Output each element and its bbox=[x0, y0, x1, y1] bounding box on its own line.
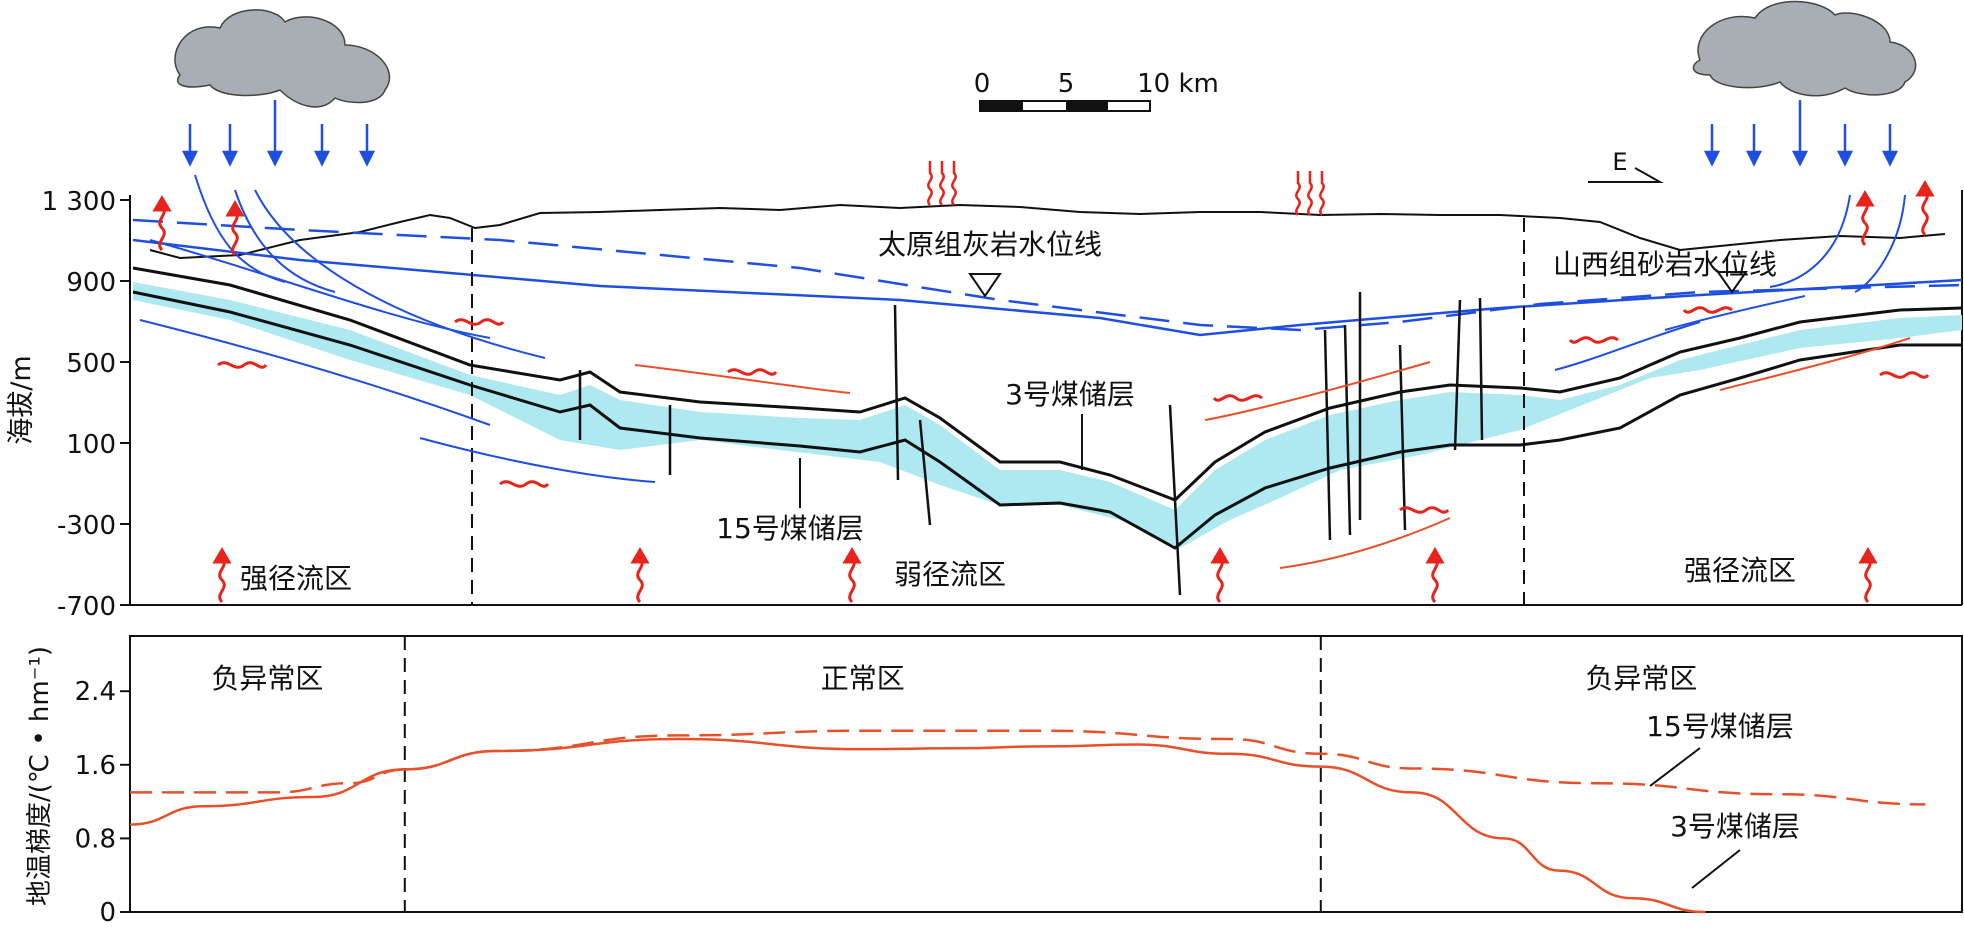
rain-arrows-left bbox=[181, 100, 376, 167]
y-tick-label: -700 bbox=[57, 592, 116, 622]
chart-y-tick-label: 0.8 bbox=[75, 824, 116, 854]
chart-y-ticks: 2.4 1.6 0.8 0 bbox=[75, 677, 130, 928]
chart-series bbox=[129, 729, 1926, 914]
y-tick-label: 1 300 bbox=[42, 187, 116, 217]
section-y-label: 海拔/m bbox=[6, 355, 37, 444]
scale-label: 10 km bbox=[1137, 69, 1219, 99]
series-label-15: 15号煤储层 bbox=[1646, 710, 1794, 743]
water-level-label-taiyuan: 太原组灰岩水位线 bbox=[878, 228, 1102, 261]
scale-bar: 0 5 10 km bbox=[974, 69, 1219, 112]
aquifer-band bbox=[133, 282, 1962, 548]
y-tick-label: 100 bbox=[66, 430, 116, 460]
water-level-shanxi bbox=[132, 238, 1963, 337]
chart-zone-label: 负异常区 bbox=[1585, 662, 1697, 695]
zone-label-right: 强径流区 bbox=[1684, 554, 1796, 587]
series-leader-15 bbox=[1649, 747, 1701, 787]
heat-flow-arrows bbox=[634, 337, 1911, 569]
zone-label-middle: 弱径流区 bbox=[894, 558, 1006, 591]
chart-y-label: 地温梯度/(℃ • hm⁻¹) bbox=[25, 646, 55, 906]
chart-y-tick-label: 1.6 bbox=[75, 751, 116, 781]
coal-seam-15 bbox=[132, 290, 1962, 550]
gradient-chart: 地温梯度/(℃ • hm⁻¹) 2.4 1.6 0.8 0 负异常区 正常区 负异常区 1… bbox=[25, 635, 1963, 928]
water-level-label-shanxi: 山西组砂岩水位线 bbox=[1553, 248, 1777, 281]
y-tick-label: 500 bbox=[66, 349, 116, 379]
section-panel: 1 300 900 500 100 -300 -700 海拔/m bbox=[6, 0, 1963, 622]
series-label-3: 3号煤储层 bbox=[1670, 810, 1800, 843]
seam3-label: 3号煤储层 bbox=[1005, 378, 1135, 411]
chart-y-tick-label: 2.4 bbox=[75, 677, 116, 707]
chart-zone-label: 正常区 bbox=[821, 662, 905, 695]
scale-label: 5 bbox=[1058, 69, 1075, 99]
faults bbox=[578, 292, 1484, 596]
heat-squiggles bbox=[152, 180, 1935, 604]
seam15-label: 15号煤储层 bbox=[716, 512, 864, 545]
heat-emission-surface bbox=[927, 161, 1325, 216]
chart-zones: 负异常区 正常区 负异常区 bbox=[211, 636, 1697, 912]
ground-surface bbox=[149, 203, 1946, 260]
chart-frame bbox=[129, 635, 1963, 913]
section-y-ticks: 1 300 900 500 100 -300 -700 bbox=[42, 187, 130, 622]
series-leader-3 bbox=[1691, 849, 1741, 889]
y-tick-label: -300 bbox=[57, 511, 116, 541]
water-level-marker-taiyuan bbox=[968, 273, 1002, 298]
y-tick-label: 900 bbox=[66, 268, 116, 298]
series-line-1 bbox=[129, 737, 1706, 914]
scale-label: 0 bbox=[974, 69, 991, 99]
chart-zone-label: 负异常区 bbox=[211, 662, 323, 695]
series-line-0 bbox=[129, 729, 1926, 806]
heat-sideways-squiggles bbox=[217, 306, 1930, 514]
water-level-taiyuan bbox=[132, 218, 1963, 332]
direction-label: E bbox=[1612, 148, 1627, 176]
cloud-right bbox=[1692, 0, 1917, 97]
water-level-marker-shanxi bbox=[1716, 271, 1748, 294]
direction-marker: E bbox=[1588, 148, 1664, 183]
zone-label-left: 强径流区 bbox=[240, 562, 352, 595]
groundwater-flow-arrows bbox=[139, 174, 1906, 483]
chart-y-tick-label: 0 bbox=[99, 898, 116, 924]
rain-arrows-right bbox=[1703, 100, 1899, 167]
cloud-left bbox=[174, 9, 391, 108]
